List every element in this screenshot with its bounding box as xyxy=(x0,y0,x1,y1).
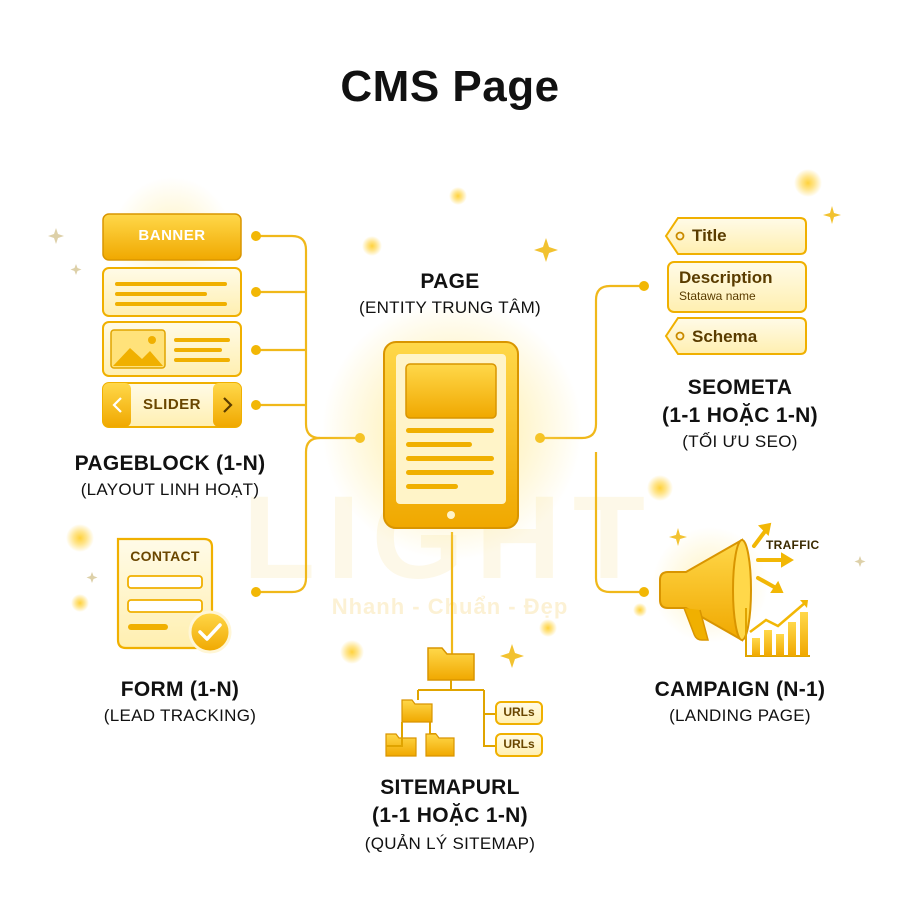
watermark-tagline: Nhanh - Chuẩn - Đẹp xyxy=(331,594,569,619)
tag-icon xyxy=(664,317,807,355)
sitemap-relation: (1-1 HOẶC 1-N) xyxy=(372,804,528,827)
sitemap-subtitle: (QUẢN LÝ SITEMAP) xyxy=(364,834,536,853)
sitemap-tree xyxy=(385,647,543,757)
slider-label: SLIDER xyxy=(142,396,201,413)
center-subtitle: (ENTITY TRUNG TÂM) xyxy=(358,298,541,317)
tablet-page-icon xyxy=(322,300,582,560)
folder-icon xyxy=(427,647,475,681)
decorative-glow-dots xyxy=(66,169,822,664)
traffic-label: TRAFFIC xyxy=(766,538,820,552)
form-card-label: CONTACT xyxy=(130,548,200,564)
seometa-title: SEOMETA xyxy=(687,376,793,399)
chevron-right-icon xyxy=(223,397,233,413)
slider-block xyxy=(102,382,242,428)
image-icon xyxy=(110,329,166,369)
banner-label: BANNER xyxy=(138,227,206,244)
pageblock-title: PAGEBLOCK (1-N) xyxy=(74,452,266,475)
megaphone-icon xyxy=(652,527,768,643)
url-label-1: URLs xyxy=(503,705,535,719)
sitemap-title: SITEMAPURL xyxy=(380,776,520,799)
tag-icon xyxy=(664,217,807,255)
seometa-tags xyxy=(664,217,807,355)
image-text-block xyxy=(102,321,242,377)
pageblock-subtitle: (LAYOUT LINH HOẠT) xyxy=(80,480,260,499)
page-title: CMS Page xyxy=(340,62,560,111)
campaign-subtitle: (LANDING PAGE) xyxy=(669,706,811,725)
arrow-icon xyxy=(752,522,794,593)
seo-tag-description-sub: Statawa name xyxy=(679,289,756,303)
campaign-title: CAMPAIGN (N-1) xyxy=(654,678,826,701)
connector-lines xyxy=(256,234,644,656)
seo-tag-description: Description xyxy=(679,268,773,287)
checkmark-icon xyxy=(188,610,232,654)
seo-tag-schema: Schema xyxy=(692,327,758,346)
form-title: FORM (1-N) xyxy=(120,678,240,701)
center-title: PAGE xyxy=(420,270,480,293)
seometa-relation: (1-1 HOẶC 1-N) xyxy=(662,404,818,427)
seo-tag-title: Title xyxy=(692,226,727,245)
form-subtitle: (LEAD TRACKING) xyxy=(103,706,257,725)
url-label-2: URLs xyxy=(503,737,535,751)
text-block xyxy=(102,267,242,317)
seometa-subtitle: (TỐI ƯU SEO) xyxy=(682,432,798,451)
form-card xyxy=(116,537,232,654)
chevron-left-icon xyxy=(112,397,122,413)
bar-chart-icon xyxy=(745,600,810,657)
